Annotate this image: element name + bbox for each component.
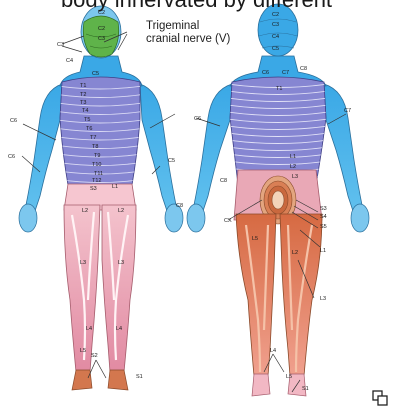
front-segment-label: C3 bbox=[98, 36, 105, 42]
front-segment-label: C6 bbox=[8, 154, 15, 160]
front-segment-label: T1 bbox=[80, 83, 86, 89]
front-segment-label: T2 bbox=[80, 92, 86, 98]
front-segment-label: S1 bbox=[136, 374, 143, 380]
front-segment-label: T11 bbox=[94, 171, 103, 177]
trigeminal-callout-line1: Trigeminal bbox=[146, 20, 230, 33]
back-right-arm bbox=[324, 84, 368, 217]
back-segment-label: T1 bbox=[276, 86, 282, 92]
front-segment-label: T3 bbox=[80, 100, 86, 106]
back-body bbox=[187, 4, 369, 396]
front-left-hand bbox=[19, 204, 37, 232]
enlarge-icon[interactable] bbox=[372, 390, 388, 406]
back-segment-label: CX bbox=[224, 218, 232, 224]
back-segment-label: C6 bbox=[262, 70, 269, 76]
back-segment-label: L4 bbox=[270, 348, 276, 354]
back-segment-label: L1 bbox=[290, 154, 296, 160]
back-segment-label: L3 bbox=[292, 174, 298, 180]
front-segment-label: L4 bbox=[86, 326, 92, 332]
front-segment-label: T10 bbox=[92, 162, 101, 168]
back-left-foot bbox=[252, 374, 270, 396]
back-segment-label: C6 bbox=[194, 116, 201, 122]
back-segment-label: L3 bbox=[320, 296, 326, 302]
front-segment-label: T5 bbox=[84, 117, 90, 123]
back-segment-label: S4 bbox=[320, 214, 327, 220]
back-segment-label: L5 bbox=[286, 374, 292, 380]
front-right-foot bbox=[108, 370, 128, 390]
back-segment-label: C5 bbox=[272, 46, 279, 52]
leader-line bbox=[62, 46, 82, 52]
front-segment-label: C5 bbox=[92, 71, 99, 77]
back-right-hand bbox=[351, 204, 369, 232]
front-segment-label: T12 bbox=[92, 178, 101, 184]
back-left-hand bbox=[187, 204, 205, 232]
back-segment-label: C4 bbox=[272, 34, 279, 40]
front-segment-label: L3 bbox=[80, 260, 86, 266]
back-segment-label: C7 bbox=[282, 70, 289, 76]
trigeminal-callout-line2: cranial nerve (V) bbox=[146, 33, 230, 46]
leader-line bbox=[273, 354, 284, 372]
front-body bbox=[19, 6, 183, 390]
back-segment-label: S1 bbox=[302, 386, 309, 392]
sacral-dermatome-ring bbox=[272, 191, 284, 209]
back-segment-label: S5 bbox=[320, 224, 327, 230]
back-segment-label: L5 bbox=[252, 236, 258, 242]
front-segment-label: T9 bbox=[94, 153, 100, 159]
leader-line bbox=[96, 360, 106, 378]
front-left-arm bbox=[20, 84, 62, 217]
front-segment-label: C8 bbox=[176, 203, 183, 209]
back-segment-label: C3 bbox=[272, 22, 279, 28]
back-segment-label: L1 bbox=[320, 248, 326, 254]
back-segment-label: C8 bbox=[300, 66, 307, 72]
front-segment-label: L3 bbox=[118, 260, 124, 266]
front-segment-label: L2 bbox=[82, 208, 88, 214]
front-segment-label: C4 bbox=[66, 58, 73, 64]
front-segment-label: T4 bbox=[82, 108, 88, 114]
front-right-arm bbox=[140, 84, 182, 217]
front-segment-label: T6 bbox=[86, 126, 92, 132]
back-segment-label: C8 bbox=[220, 178, 227, 184]
back-segment-label: S3 bbox=[320, 206, 327, 212]
front-segment-label: C5 bbox=[168, 158, 175, 164]
front-segment-label: L5 bbox=[80, 348, 86, 354]
front-segment-label: C3 bbox=[57, 42, 64, 48]
front-segment-label: C2 bbox=[98, 26, 105, 32]
front-segment-label: L1 bbox=[112, 184, 118, 190]
back-segment-label: L2 bbox=[290, 164, 296, 170]
front-segment-label: T7 bbox=[90, 135, 96, 141]
front-left-foot bbox=[72, 370, 92, 390]
front-segment-label: C6 bbox=[10, 118, 17, 124]
front-segment-label: S3 bbox=[90, 186, 97, 192]
front-segment-label: S2 bbox=[91, 353, 98, 359]
back-segment-label: C7 bbox=[344, 108, 351, 114]
front-segment-label: T8 bbox=[92, 144, 98, 150]
figure-caption: body innervated by different bbox=[0, 0, 393, 13]
front-segment-label: L2 bbox=[118, 208, 124, 214]
trigeminal-callout: Trigeminal cranial nerve (V) bbox=[146, 20, 230, 46]
front-torso bbox=[60, 77, 140, 185]
front-segment-label: L4 bbox=[116, 326, 122, 332]
back-segment-label: L2 bbox=[292, 250, 298, 256]
front-right-leg bbox=[102, 205, 136, 372]
back-left-arm bbox=[188, 84, 232, 217]
leader-line bbox=[62, 36, 84, 44]
